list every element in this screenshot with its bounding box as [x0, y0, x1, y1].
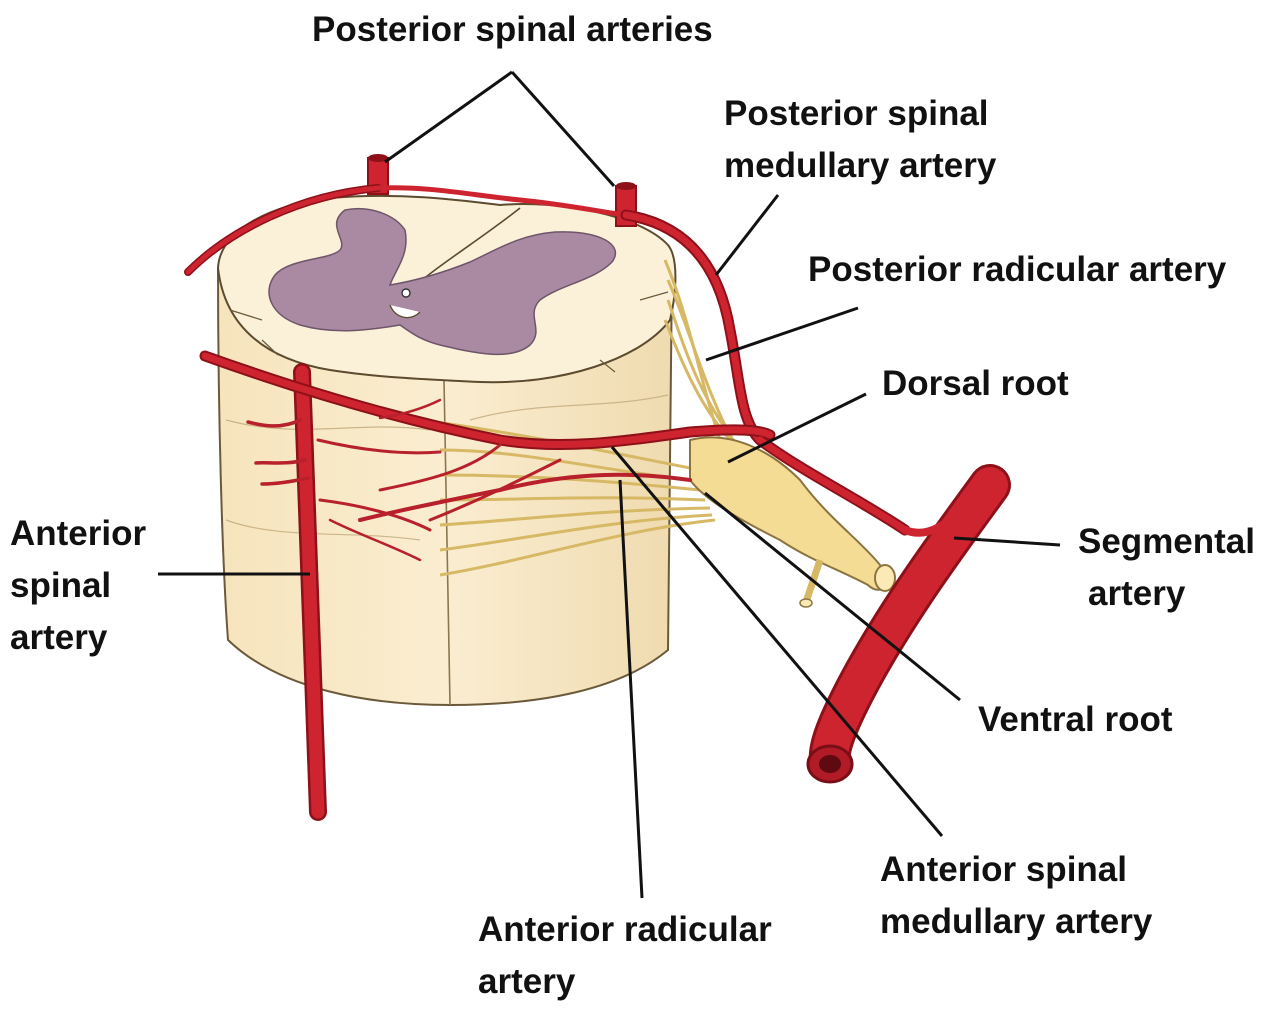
leader-segmental-artery [953, 536, 1061, 547]
leader-posterior-spinal-arteries-right [510, 70, 616, 188]
leader-posterior-spinal-medullary-artery [714, 194, 780, 276]
spinal-cord [216, 194, 677, 707]
label-anterior-spinal-artery: Anterior spinal artery [10, 514, 147, 657]
leader-dorsal-root [727, 392, 867, 464]
anterior-median-fissure [443, 379, 451, 706]
leader-anterior-spinal-medullary-artery [610, 446, 944, 837]
central-canal [401, 288, 411, 298]
label-anterior-radicular-artery: Anterior radicular artery [478, 910, 772, 1001]
label-posterior-spinal-arteries: Posterior spinal arteries [312, 10, 713, 49]
label-dorsal-root: Dorsal root [882, 364, 1069, 403]
leader-ventral-root [704, 491, 961, 702]
label-ventral-root: Ventral root [978, 700, 1173, 739]
ventral-rootlet [439, 506, 711, 527]
label-posterior-radicular-artery: Posterior radicular artery [808, 250, 1227, 289]
spinal-nerve-end [874, 564, 896, 592]
leader-anterior-radicular-artery [618, 479, 644, 899]
label-posterior-spinal-medullary-artery: Posterior spinal medullary artery [724, 94, 997, 185]
label-anterior-spinal-medullary-artery: Anterior spinal medullary artery [880, 850, 1153, 941]
label-segmental-artery: Segmental artery [1078, 522, 1255, 613]
arteries [184, 154, 1011, 821]
leader-lines [158, 70, 1061, 899]
ventral-rootlet [439, 496, 706, 502]
leader-posterior-radicular-artery [705, 306, 859, 362]
dorsal-rootlet [666, 299, 747, 456]
leader-posterior-spinal-arteries-left [384, 70, 513, 164]
grey-matter [268, 208, 617, 356]
